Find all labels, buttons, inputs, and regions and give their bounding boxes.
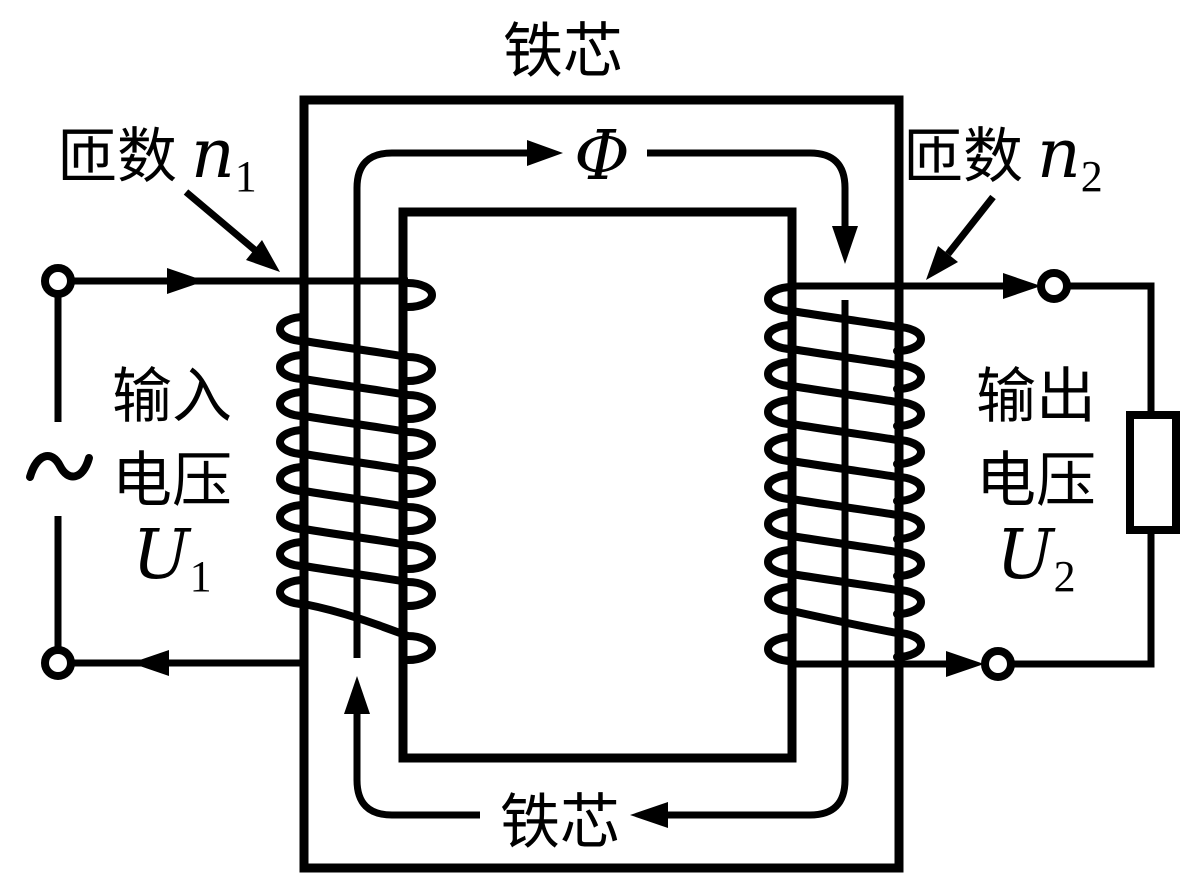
flux-arrow-left-icon — [630, 802, 668, 828]
core-inner-rect — [398, 207, 797, 763]
core-outer-rect — [299, 95, 904, 873]
primary-turns-pointer-arrow-icon — [246, 240, 280, 272]
input-voltage-symbol: U1 — [132, 516, 211, 601]
load-wire-lower — [1011, 530, 1155, 668]
secondary-turns-symbol: n — [1037, 115, 1081, 194]
output-voltage-subscript: 2 — [1054, 552, 1076, 601]
secondary-circuit — [792, 269, 1180, 681]
flux-segment-right-bottom — [668, 300, 849, 819]
primary-turns-text: 匝数 — [57, 124, 177, 190]
core-label-top: 铁芯 — [503, 19, 623, 85]
secondary-turns-text: 匝数 — [903, 124, 1023, 190]
load-resistor — [1126, 411, 1180, 534]
secondary-current-out-arrow-icon — [1003, 273, 1041, 299]
primary-terminal-top — [41, 264, 75, 298]
input-voltage-u: U — [132, 516, 192, 595]
output-voltage-line1: 输出 — [976, 364, 1096, 430]
primary-current-in-arrow-icon — [167, 268, 205, 294]
output-voltage-u: U — [996, 516, 1056, 595]
primary-terminal-bottom — [41, 646, 75, 680]
flux-segment-bottom-left — [353, 714, 480, 819]
primary-turns-pointer-line — [183, 189, 259, 254]
flux-segment-top-right — [647, 149, 849, 226]
flux-arrow-down-icon — [832, 226, 858, 264]
flux-arrow-right-icon — [527, 140, 563, 166]
secondary-current-in-arrow-icon — [946, 651, 984, 677]
secondary-turns-pointer-line — [945, 194, 996, 257]
load-wire-upper — [1067, 282, 1155, 415]
primary-circuit — [26, 264, 408, 680]
secondary-coil-winding — [764, 283, 925, 665]
secondary-terminal-bottom — [981, 647, 1015, 681]
output-voltage-symbol: U2 — [996, 516, 1075, 601]
primary-coil — [276, 279, 436, 664]
primary-turns-symbol: n — [191, 115, 235, 194]
secondary-turns-pointer-arrow-icon — [926, 246, 958, 280]
secondary-terminal-top — [1037, 269, 1071, 303]
input-voltage-subscript: 1 — [190, 552, 212, 601]
core-label-bottom: 铁芯 — [500, 790, 620, 856]
input-voltage-line1: 输入 — [112, 364, 232, 430]
flux-arrow-up-icon — [344, 676, 370, 714]
primary-coil-winding — [276, 279, 436, 664]
secondary-turns-subscript: 2 — [1081, 152, 1103, 201]
output-voltage-line2: 电压 — [976, 448, 1096, 514]
flux-path — [344, 140, 858, 828]
secondary-coil — [764, 283, 925, 665]
input-voltage-line2: 电压 — [112, 448, 232, 514]
ac-source-symbol — [26, 452, 93, 481]
flux-label: Φ — [574, 117, 630, 196]
primary-current-out-arrow-icon — [131, 650, 169, 676]
flux-segment-left-top — [353, 149, 527, 658]
primary-turns-subscript: 1 — [235, 152, 257, 201]
iron-core — [299, 95, 904, 873]
